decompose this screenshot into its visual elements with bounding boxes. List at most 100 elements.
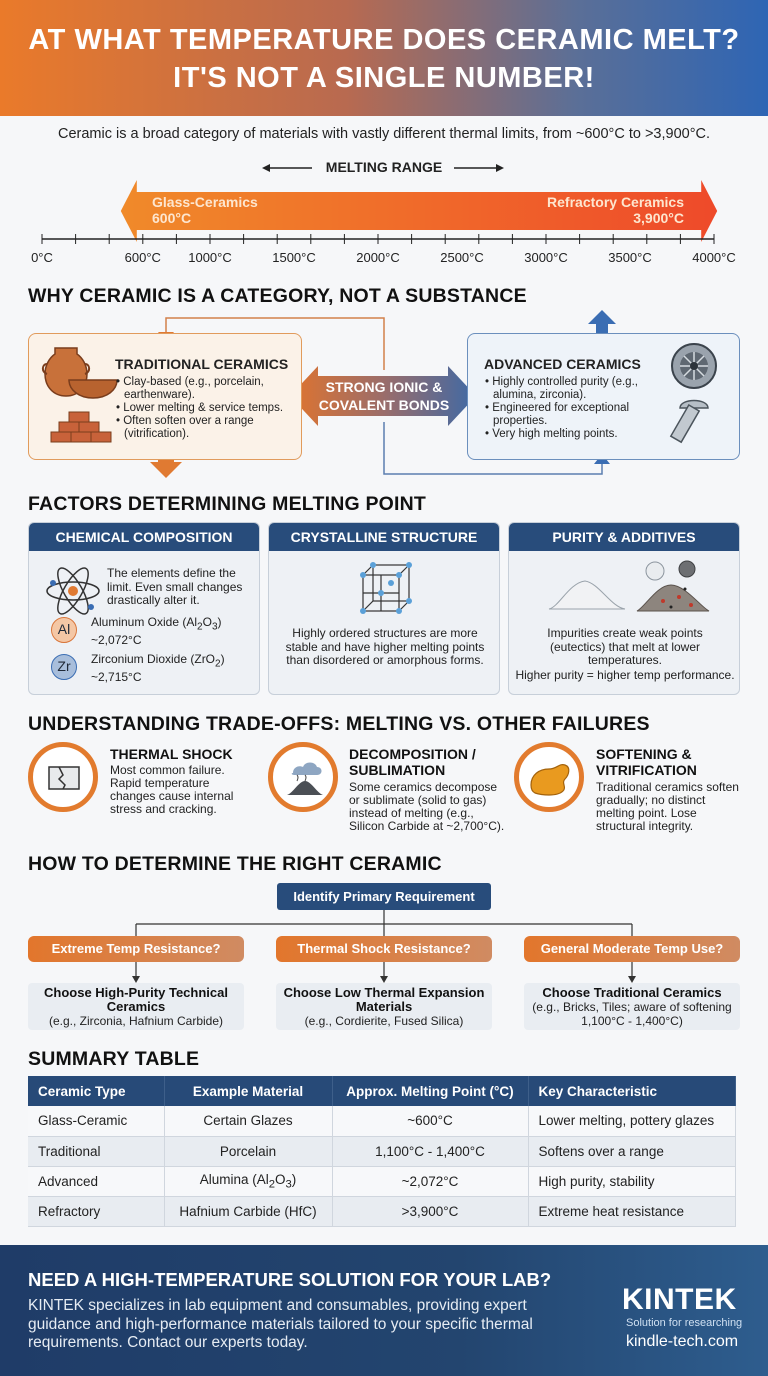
col-ceramic-type: Ceramic Type	[28, 1076, 165, 1106]
range-right-temp: 3,900°C	[633, 210, 684, 226]
zirconium-temp: ~2,715°C	[91, 669, 142, 684]
table-cell: High purity, stability	[528, 1166, 736, 1197]
kintek-logo: KINTEK	[622, 1283, 737, 1316]
table-cell: Lower melting, pottery glazes	[528, 1106, 736, 1137]
kintek-tagline: Solution for researching	[626, 1317, 743, 1329]
purity-additives-card: PURITY & ADDITIVES Impurities create wea…	[508, 522, 740, 695]
zirconium-sub: 2	[215, 658, 221, 670]
result-line-2: Ceramics	[106, 999, 166, 1014]
table-cell: ~600°C	[332, 1106, 529, 1137]
footer-body: KINTEK specializes in lab equipment and …	[28, 1297, 533, 1351]
thermal-shock-desc-line: stress and cracking.	[110, 802, 217, 816]
range-tick-label: 3500°C	[608, 250, 652, 265]
result-line-2: (e.g., Bricks, Tiles; aware of softening	[532, 1000, 732, 1014]
headline-line-2: IT'S NOT A SINGLE NUMBER!	[173, 62, 595, 94]
table-cell: >3,900°C	[332, 1196, 529, 1227]
thermal-shock-desc-line: changes cause internal	[110, 789, 234, 803]
purity-note: Higher purity = higher temp performance.	[515, 668, 735, 682]
thermal-shock-desc: Most common failure. Rapid temperature c…	[110, 764, 260, 816]
summary-section-title: SUMMARY TABLE	[28, 1048, 200, 1070]
turbine-and-screw-icon	[669, 343, 717, 444]
cracked-tile-icon	[48, 766, 80, 790]
advanced-bullet: • Very high melting points.	[485, 428, 618, 440]
traditional-bullet: • Often soften over a range (vitrificati…	[116, 415, 254, 440]
atom-icon	[46, 567, 100, 615]
alumina-name: Alumina (Al	[199, 1171, 269, 1187]
table-row: Traditional Porcelain 1,100°C - 1,400°C …	[28, 1136, 736, 1167]
table-cell: Extreme heat resistance	[528, 1196, 736, 1227]
range-left-temp: 600°C	[152, 210, 192, 226]
traditional-title: TRADITIONAL CERAMICS	[115, 356, 289, 372]
result-line-1: Choose Low Thermal Expansion	[283, 985, 485, 1000]
table-row: Advanced Alumina (Al2O3) ~2,072°C High p…	[28, 1166, 736, 1197]
decomposition-desc-line: or sublimate (solid to gas)	[349, 793, 487, 807]
melting-range-arrow	[120, 180, 718, 242]
summary-table-wrap: Ceramic Type Example Material Approx. Me…	[28, 1076, 736, 1227]
kintek-url[interactable]: kindle-tech.com	[626, 1333, 739, 1350]
traditional-ceramics-card: TRADITIONAL CERAMICS • Clay-based (e.g.,…	[28, 333, 302, 460]
softening-title-1: SOFTENING &	[596, 746, 692, 762]
extreme-temp-question: Extreme Temp Resistance?	[28, 936, 244, 962]
chemical-composition-card: CHEMICAL COMPOSITION The elements define…	[28, 522, 260, 695]
table-header-row: Ceramic Type Example Material Approx. Me…	[28, 1076, 736, 1106]
aluminum-oxide-label: Aluminum Oxide (Al2O3) ~2,072°C	[91, 615, 256, 647]
pottery-icon	[41, 347, 118, 443]
col-melting-point: Approx. Melting Point (°C)	[332, 1076, 529, 1106]
range-left-name: Glass-Ceramics	[152, 194, 258, 210]
decomposition-title-2: SUBLIMATION	[349, 762, 446, 778]
result-line-1: Choose High-Purity Technical	[44, 985, 228, 1000]
range-right-label: Refractory Ceramics 3,900°C	[500, 194, 684, 226]
table-cell: Traditional	[28, 1136, 165, 1167]
traditional-bullet-text: Clay-based (e.g., porcelain, earthenware…	[123, 376, 264, 401]
thermal-shock-desc-line: Most common failure.	[110, 763, 225, 777]
thermal-shock-question: Thermal Shock Resistance?	[276, 936, 492, 962]
table-cell: Glass-Ceramic	[28, 1106, 165, 1137]
thermal-shock-title: THERMAL SHOCK	[110, 746, 233, 762]
decomposition-title: DECOMPOSITION / SUBLIMATION	[349, 746, 476, 778]
softening-title-2: VITRIFICATION	[596, 762, 697, 778]
result-line-3: (e.g., Zirconia, Hafnium Carbide)	[48, 1014, 224, 1028]
softening-desc-line: Traditional ceramics soften	[596, 780, 739, 794]
melting-blob-icon	[530, 764, 570, 796]
decision-tree-lines	[132, 910, 636, 983]
range-left-label: Glass-Ceramics 600°C	[152, 194, 258, 226]
aluminum-sub2: 3	[211, 621, 218, 633]
purity-desc: Impurities create weak points (eutectics…	[547, 626, 703, 667]
decomposition-desc-line: instead of melting (e.g.,	[349, 806, 474, 820]
traditional-bullet-text: Often soften over a range (vitrification…	[123, 415, 254, 440]
table-cell: Refractory	[28, 1196, 165, 1227]
aluminum-name: Aluminum Oxide (Al	[91, 615, 198, 629]
advanced-ceramics-card: ADVANCED CERAMICS • Highly controlled pu…	[467, 333, 740, 460]
range-tick-label: 1000°C	[188, 250, 232, 265]
traditional-bullet: • Lower melting & service temps.	[116, 402, 284, 414]
aluminum-close: )	[217, 615, 222, 629]
why-section-title: WHY CERAMIC IS A CATEGORY, NOT A SUBSTAN…	[28, 285, 527, 307]
result-line-2: Materials	[355, 999, 413, 1014]
range-tick-label: 2000°C	[356, 250, 400, 265]
crystal-title: CRYSTALLINE STRUCTURE	[269, 523, 499, 551]
softening-desc-line: melting point. Lose	[596, 806, 697, 820]
table-cell: Advanced	[28, 1166, 165, 1197]
decomposition-desc: Some ceramics decompose or sublimate (so…	[349, 781, 514, 833]
aluminum-sub1: 2	[197, 621, 203, 633]
table-cell: Softens over a range	[528, 1136, 736, 1167]
vapor-pile-icon	[287, 762, 323, 795]
col-key-characteristic: Key Characteristic	[528, 1076, 736, 1106]
range-tick-label: 2500°C	[440, 250, 484, 265]
softening-ring	[514, 742, 584, 812]
intro-text: Ceramic is a broad category of materials…	[57, 126, 710, 142]
footer-heading: NEED A HIGH-TEMPERATURE SOLUTION FOR YOU…	[28, 1269, 552, 1290]
traditional-bullets: • Clay-based (e.g., porcelain, earthenwa…	[115, 376, 295, 441]
col-example-material: Example Material	[164, 1076, 333, 1106]
summary-table: Ceramic Type Example Material Approx. Me…	[28, 1076, 736, 1227]
traditional-bullet: • Clay-based (e.g., porcelain, earthenwa…	[116, 376, 264, 401]
footer-banner: NEED A HIGH-TEMPERATURE SOLUTION FOR YOU…	[0, 1245, 768, 1376]
table-cell: 1,100°C - 1,400°C	[332, 1136, 529, 1167]
bonds-line-1: STRONG IONIC &	[325, 379, 443, 395]
purity-title: PURITY & ADDITIVES	[509, 523, 739, 551]
thermal-shock-desc-line: Rapid temperature	[110, 776, 210, 790]
advanced-bullet-text: Engineered for exceptional properties.	[492, 402, 630, 427]
alumina-sub1: 2	[268, 1178, 275, 1191]
decomposition-desc-line: Silicon Carbide at ~2,700°C).	[349, 819, 505, 833]
